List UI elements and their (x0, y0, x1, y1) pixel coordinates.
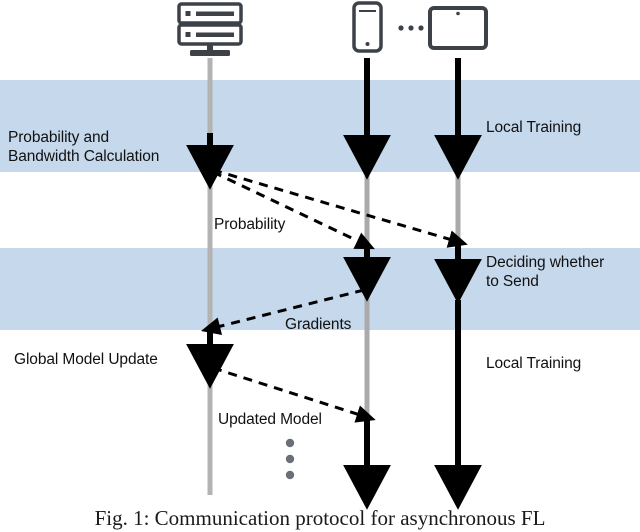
server-icon (177, 2, 243, 56)
label-local-training-bottom: Local Training (486, 355, 582, 372)
message-updated-model-to-phone (212, 366, 376, 423)
label-deciding-whether-to-send: Deciding whether to Send (486, 254, 605, 290)
label-global-model-update: Global Model Update (14, 351, 158, 368)
smartphone-icon (352, 1, 383, 53)
vertical-ellipsis-icon (285, 438, 295, 480)
tablet-icon (428, 6, 488, 50)
figure-caption: Fig. 1: Communication protocol for async… (94, 506, 546, 530)
horizontal-ellipsis-icon (398, 25, 424, 31)
label-local-training-top: Local Training (486, 119, 582, 136)
phase-band-deciding-whether-to-send (0, 248, 640, 330)
message-probability-to-phone (212, 170, 375, 250)
label-message-probability: Probability (214, 216, 286, 233)
phase-band-local-training (0, 80, 640, 172)
label-message-updated-model: Updated Model (218, 411, 322, 428)
label-probability-and-bandwidth-calculation: Probability and Bandwidth Calculation (8, 129, 160, 165)
label-message-gradients: Gradients (285, 316, 352, 333)
message-arrows (200, 168, 468, 423)
